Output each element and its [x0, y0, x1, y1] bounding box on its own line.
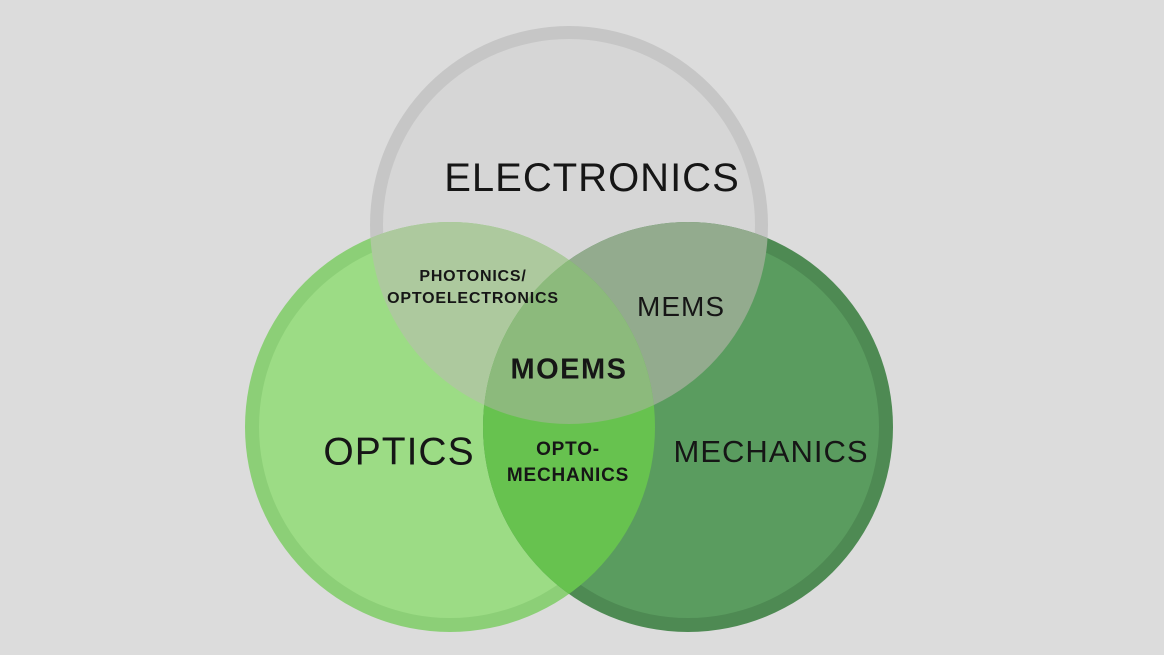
moems-label: MOEMS — [510, 353, 628, 386]
mems-label: MEMS — [637, 290, 725, 322]
mechanics-label: MECHANICS — [673, 434, 869, 470]
photonics-label-line1: PHOTONICS/ — [419, 268, 527, 285]
center-overlap — [483, 222, 655, 424]
opto-mechanics-label-line1: OPTO- — [536, 439, 600, 460]
optics-label: OPTICS — [323, 430, 475, 474]
opto-mechanics-label: OPTO- MECHANICS — [507, 437, 629, 489]
opto-mechanics-label-line2: MECHANICS — [506, 465, 630, 486]
electronics-label: ELECTRONICS — [444, 156, 740, 200]
photonics-optoelectronics-label: PHOTONICS/ OPTOELECTRONICS — [387, 266, 559, 310]
photonics-label-line2: OPTOELECTRONICS — [387, 290, 559, 307]
